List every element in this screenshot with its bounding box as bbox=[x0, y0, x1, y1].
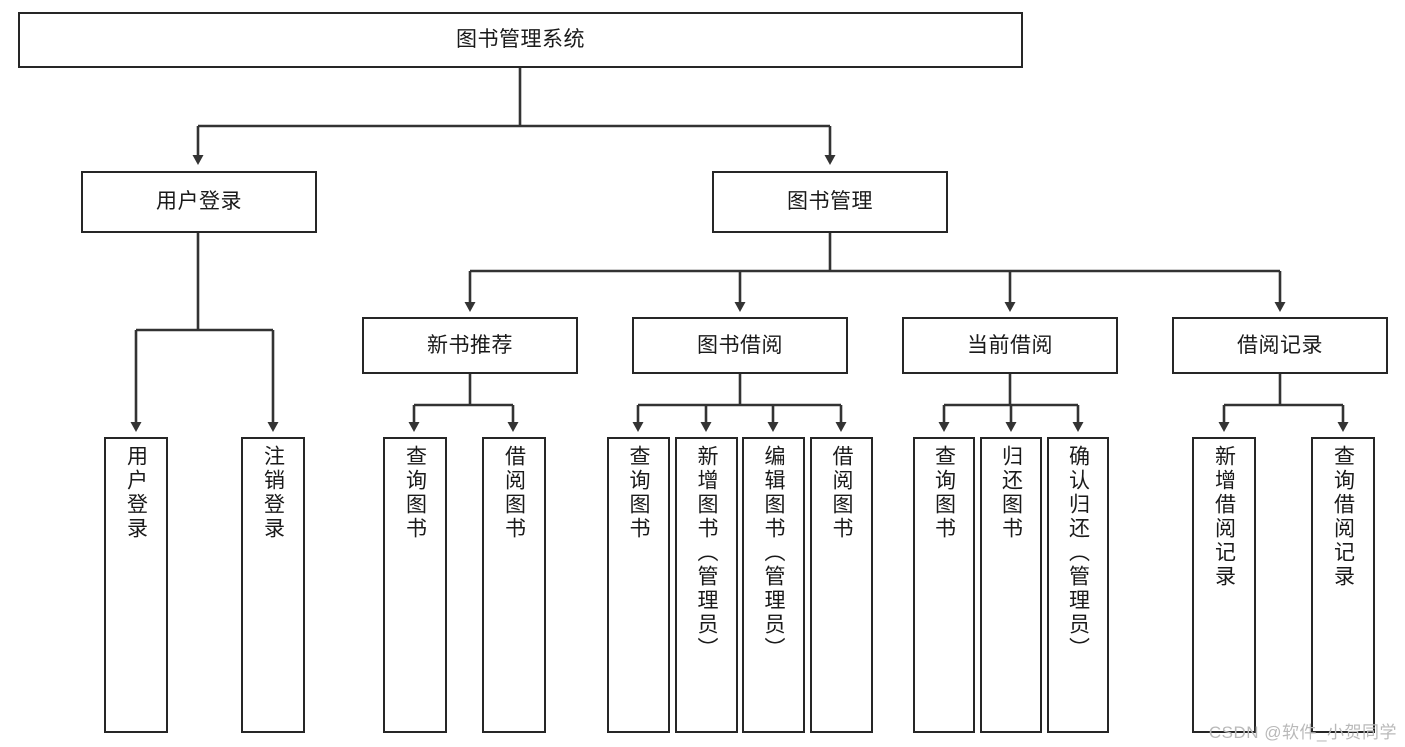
node-leaf-query-record[interactable]: 查询借阅记录 bbox=[1311, 437, 1375, 733]
node-leaf-user-login[interactable]: 用户登录 bbox=[104, 437, 168, 733]
node-leaf-add-record-label: 新增借阅记录 bbox=[1212, 445, 1236, 589]
node-leaf-query-book-1[interactable]: 查询图书 bbox=[383, 437, 447, 733]
node-leaf-borrow-book-2-label: 借阅图书 bbox=[830, 445, 853, 541]
node-leaf-query-book-1-label: 查询图书 bbox=[403, 445, 427, 541]
node-new-book-recommend[interactable]: 新书推荐 bbox=[362, 317, 578, 374]
node-new-book-recommend-label: 新书推荐 bbox=[427, 333, 513, 357]
node-book-manage[interactable]: 图书管理 bbox=[712, 171, 948, 233]
node-current-borrow[interactable]: 当前借阅 bbox=[902, 317, 1118, 374]
node-book-manage-label: 图书管理 bbox=[787, 190, 873, 214]
node-leaf-query-record-label: 查询借阅记录 bbox=[1331, 445, 1355, 589]
node-leaf-query-book-2[interactable]: 查询图书 bbox=[607, 437, 670, 733]
node-leaf-add-book[interactable]: 新增图书（管理员） bbox=[675, 437, 738, 733]
node-borrow-record-label: 借阅记录 bbox=[1237, 333, 1323, 357]
node-leaf-query-book-3-label: 查询图书 bbox=[932, 445, 956, 541]
node-borrow-record[interactable]: 借阅记录 bbox=[1172, 317, 1388, 374]
node-user-login-label: 用户登录 bbox=[156, 190, 242, 214]
node-current-borrow-label: 当前借阅 bbox=[967, 333, 1053, 357]
node-book-borrow-label: 图书借阅 bbox=[697, 333, 783, 357]
node-user-login[interactable]: 用户登录 bbox=[81, 171, 317, 233]
node-leaf-user-login-label: 用户登录 bbox=[124, 445, 148, 541]
node-leaf-query-book-3[interactable]: 查询图书 bbox=[913, 437, 975, 733]
node-leaf-confirm-return-label: 确认归还（管理员） bbox=[1066, 445, 1090, 661]
node-leaf-borrow-book-1[interactable]: 借阅图书 bbox=[482, 437, 546, 733]
node-leaf-borrow-book-2[interactable]: 借阅图书 bbox=[810, 437, 873, 733]
node-leaf-edit-book-label: 编辑图书（管理员） bbox=[762, 445, 785, 661]
node-leaf-return-book[interactable]: 归还图书 bbox=[980, 437, 1042, 733]
node-root-label: 图书管理系统 bbox=[456, 28, 585, 52]
node-leaf-add-record[interactable]: 新增借阅记录 bbox=[1192, 437, 1256, 733]
watermark: CSDN @软件_小贺同学 bbox=[1208, 723, 1397, 742]
node-leaf-edit-book[interactable]: 编辑图书（管理员） bbox=[742, 437, 805, 733]
node-leaf-query-book-2-label: 查询图书 bbox=[627, 445, 650, 541]
node-leaf-return-book-label: 归还图书 bbox=[999, 445, 1023, 541]
node-leaf-confirm-return[interactable]: 确认归还（管理员） bbox=[1047, 437, 1109, 733]
node-root[interactable]: 图书管理系统 bbox=[18, 12, 1023, 68]
node-book-borrow[interactable]: 图书借阅 bbox=[632, 317, 848, 374]
node-leaf-borrow-book-1-label: 借阅图书 bbox=[502, 445, 526, 541]
node-leaf-add-book-label: 新增图书（管理员） bbox=[695, 445, 718, 661]
node-leaf-user-logout-label: 注销登录 bbox=[261, 445, 285, 541]
node-leaf-user-logout[interactable]: 注销登录 bbox=[241, 437, 305, 733]
